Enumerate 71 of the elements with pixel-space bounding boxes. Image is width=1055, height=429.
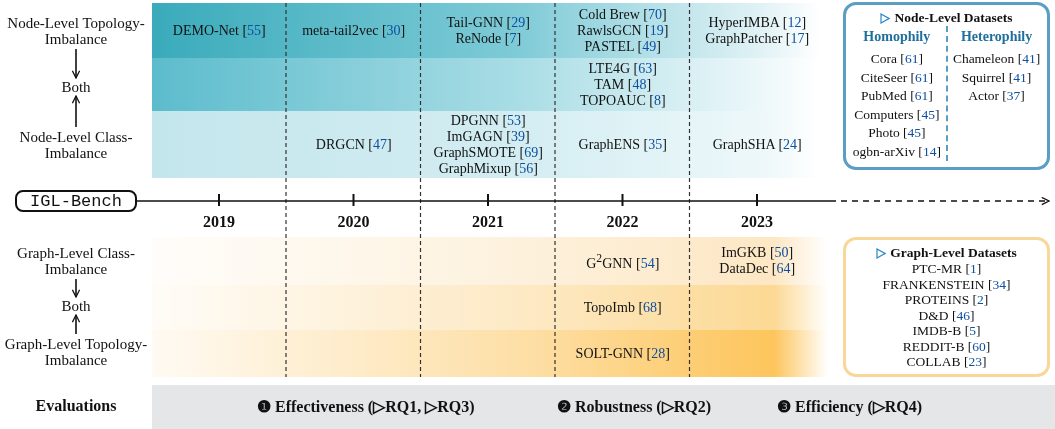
dataset-panel: [843, 2, 1050, 170]
column-heading: Homophily: [863, 29, 931, 45]
method-label: GraphMixup [56]: [438, 160, 538, 177]
method-label: Cold Brew [70]: [578, 6, 667, 23]
dataset-label: Photo [45]: [868, 124, 926, 142]
method-label: SOLT-GNN [28]: [575, 345, 670, 362]
category-label: Graph-Level Class-Imbalance: [0, 245, 152, 277]
panel-title: Node-Level Datasets: [894, 10, 1013, 26]
category-label: Both: [0, 79, 152, 95]
method-label: TopoImb [68]: [583, 299, 662, 316]
arrow: [71, 95, 81, 128]
dataset-label: Actor [37]: [968, 87, 1025, 105]
timeline-arrow: [136, 196, 1050, 206]
method-label: DPGNN [53]: [450, 112, 526, 129]
category-label: Node-Level Topology-Imbalance: [0, 15, 152, 47]
method-label: GraphSHA [24]: [712, 136, 802, 153]
arrow: [71, 48, 81, 79]
dataset-label: D&D [46]: [918, 307, 975, 323]
method-label: DEMO-Net [55]: [172, 22, 266, 39]
method-label: G$^{2}$GNN [54]: [586, 250, 660, 272]
year-label: 2022: [605, 213, 640, 231]
dataset-panel: [843, 237, 1050, 377]
method-label: Tail-GNN [29]: [446, 14, 530, 31]
column-heading: Heterophily: [960, 29, 1033, 45]
evaluation-item: ❸ Efficiency (▷RQ4): [777, 397, 923, 416]
method-label: ImGAGN [39]: [446, 128, 530, 145]
category-label: Node-Level Class-Imbalance: [0, 129, 152, 161]
year-label: 2019: [202, 213, 236, 231]
method-label: DRGCN [47]: [315, 136, 392, 153]
method-label: meta-tail2vec [30]: [302, 22, 406, 39]
dataset-label: FRANKENSTEIN [34]: [882, 276, 1011, 292]
method-label: DataDec [64]: [719, 261, 796, 277]
dataset-label: COLLAB [23]: [906, 354, 987, 370]
dataset-label: PTC-MR [1]: [911, 261, 982, 277]
arrow: [71, 314, 81, 335]
dataset-label: CiteSeer [61]: [860, 68, 933, 87]
method-label: TOPOAUC [8]: [579, 92, 666, 109]
evaluation-item: ❶ Effectiveness (▷RQ1, ▷RQ3): [257, 397, 475, 416]
timeline-band: [152, 285, 828, 330]
year-label: 2023: [740, 213, 774, 231]
evaluation-item: ❷ Robustness (▷RQ2): [557, 397, 711, 416]
method-label: ImGKB [50]: [721, 245, 794, 261]
year-label: 2021: [471, 213, 505, 231]
dataset-label: Squirrel [41]: [961, 68, 1032, 87]
method-label: RawlsGCN [19]: [577, 22, 669, 39]
method-label: GraphPatcher [17]: [705, 30, 810, 47]
timeline-band: [152, 330, 828, 377]
category-label: Both: [0, 298, 152, 314]
method-label: ReNode [7]: [455, 30, 522, 47]
benchmark-label: IGL-Bench: [15, 190, 137, 212]
dataset-label: Cora [61]: [870, 50, 923, 68]
method-label: HyperIMBA [12]: [708, 14, 807, 31]
dataset-label: PubMed [61]: [861, 87, 933, 105]
panel-title: Graph-Level Datasets: [890, 245, 1017, 261]
dataset-label: PROTEINS [2]: [904, 292, 989, 308]
dataset-label: IMDB-B [5]: [912, 323, 981, 339]
method-label: PASTEL [49]: [584, 38, 661, 55]
arrow: [71, 278, 81, 298]
dataset-label: ogbn-arXiv [14]: [852, 142, 941, 161]
method-label: GraphSMOTE [69]: [433, 144, 543, 161]
dataset-label: REDDIT-B [60]: [902, 338, 991, 354]
timeline-band: [152, 237, 828, 285]
method-label: TAM [48]: [594, 76, 652, 93]
year-label: 2020: [336, 213, 371, 231]
dataset-label: Computers [45]: [854, 105, 940, 124]
category-label: Graph-Level Topology-Imbalance: [0, 336, 152, 368]
evaluation-bar: [152, 385, 1055, 429]
dataset-label: Chameleon [41]: [952, 50, 1041, 68]
method-label: GraphENS [35]: [578, 136, 667, 153]
method-label: LTE4G [63]: [588, 60, 657, 77]
row-heading: Evaluations: [34, 397, 118, 415]
